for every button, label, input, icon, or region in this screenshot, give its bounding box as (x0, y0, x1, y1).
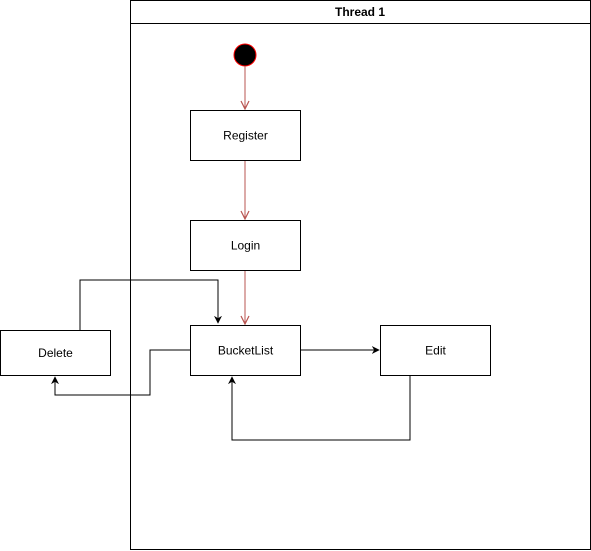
node-login-label: Login (231, 239, 260, 253)
swimlane-thread-1: Thread 1 (130, 0, 591, 550)
start-node[interactable] (233, 43, 257, 67)
node-edit-label: Edit (425, 344, 446, 358)
node-register-label: Register (223, 129, 268, 143)
swimlane-title: Thread 1 (335, 5, 385, 19)
node-delete-label: Delete (38, 346, 73, 360)
node-bucketlist-label: BucketList (218, 344, 274, 358)
node-edit[interactable]: Edit (380, 325, 491, 376)
node-register[interactable]: Register (190, 110, 301, 161)
node-delete[interactable]: Delete (0, 330, 111, 376)
edge-bucketlist-to-delete (51, 349, 190, 396)
node-bucketlist[interactable]: BucketList (190, 325, 301, 376)
edge-edit-to-bucketlist (228, 375, 411, 441)
edge-delete-to-bucketlist (79, 279, 222, 330)
node-login[interactable]: Login (190, 220, 301, 271)
